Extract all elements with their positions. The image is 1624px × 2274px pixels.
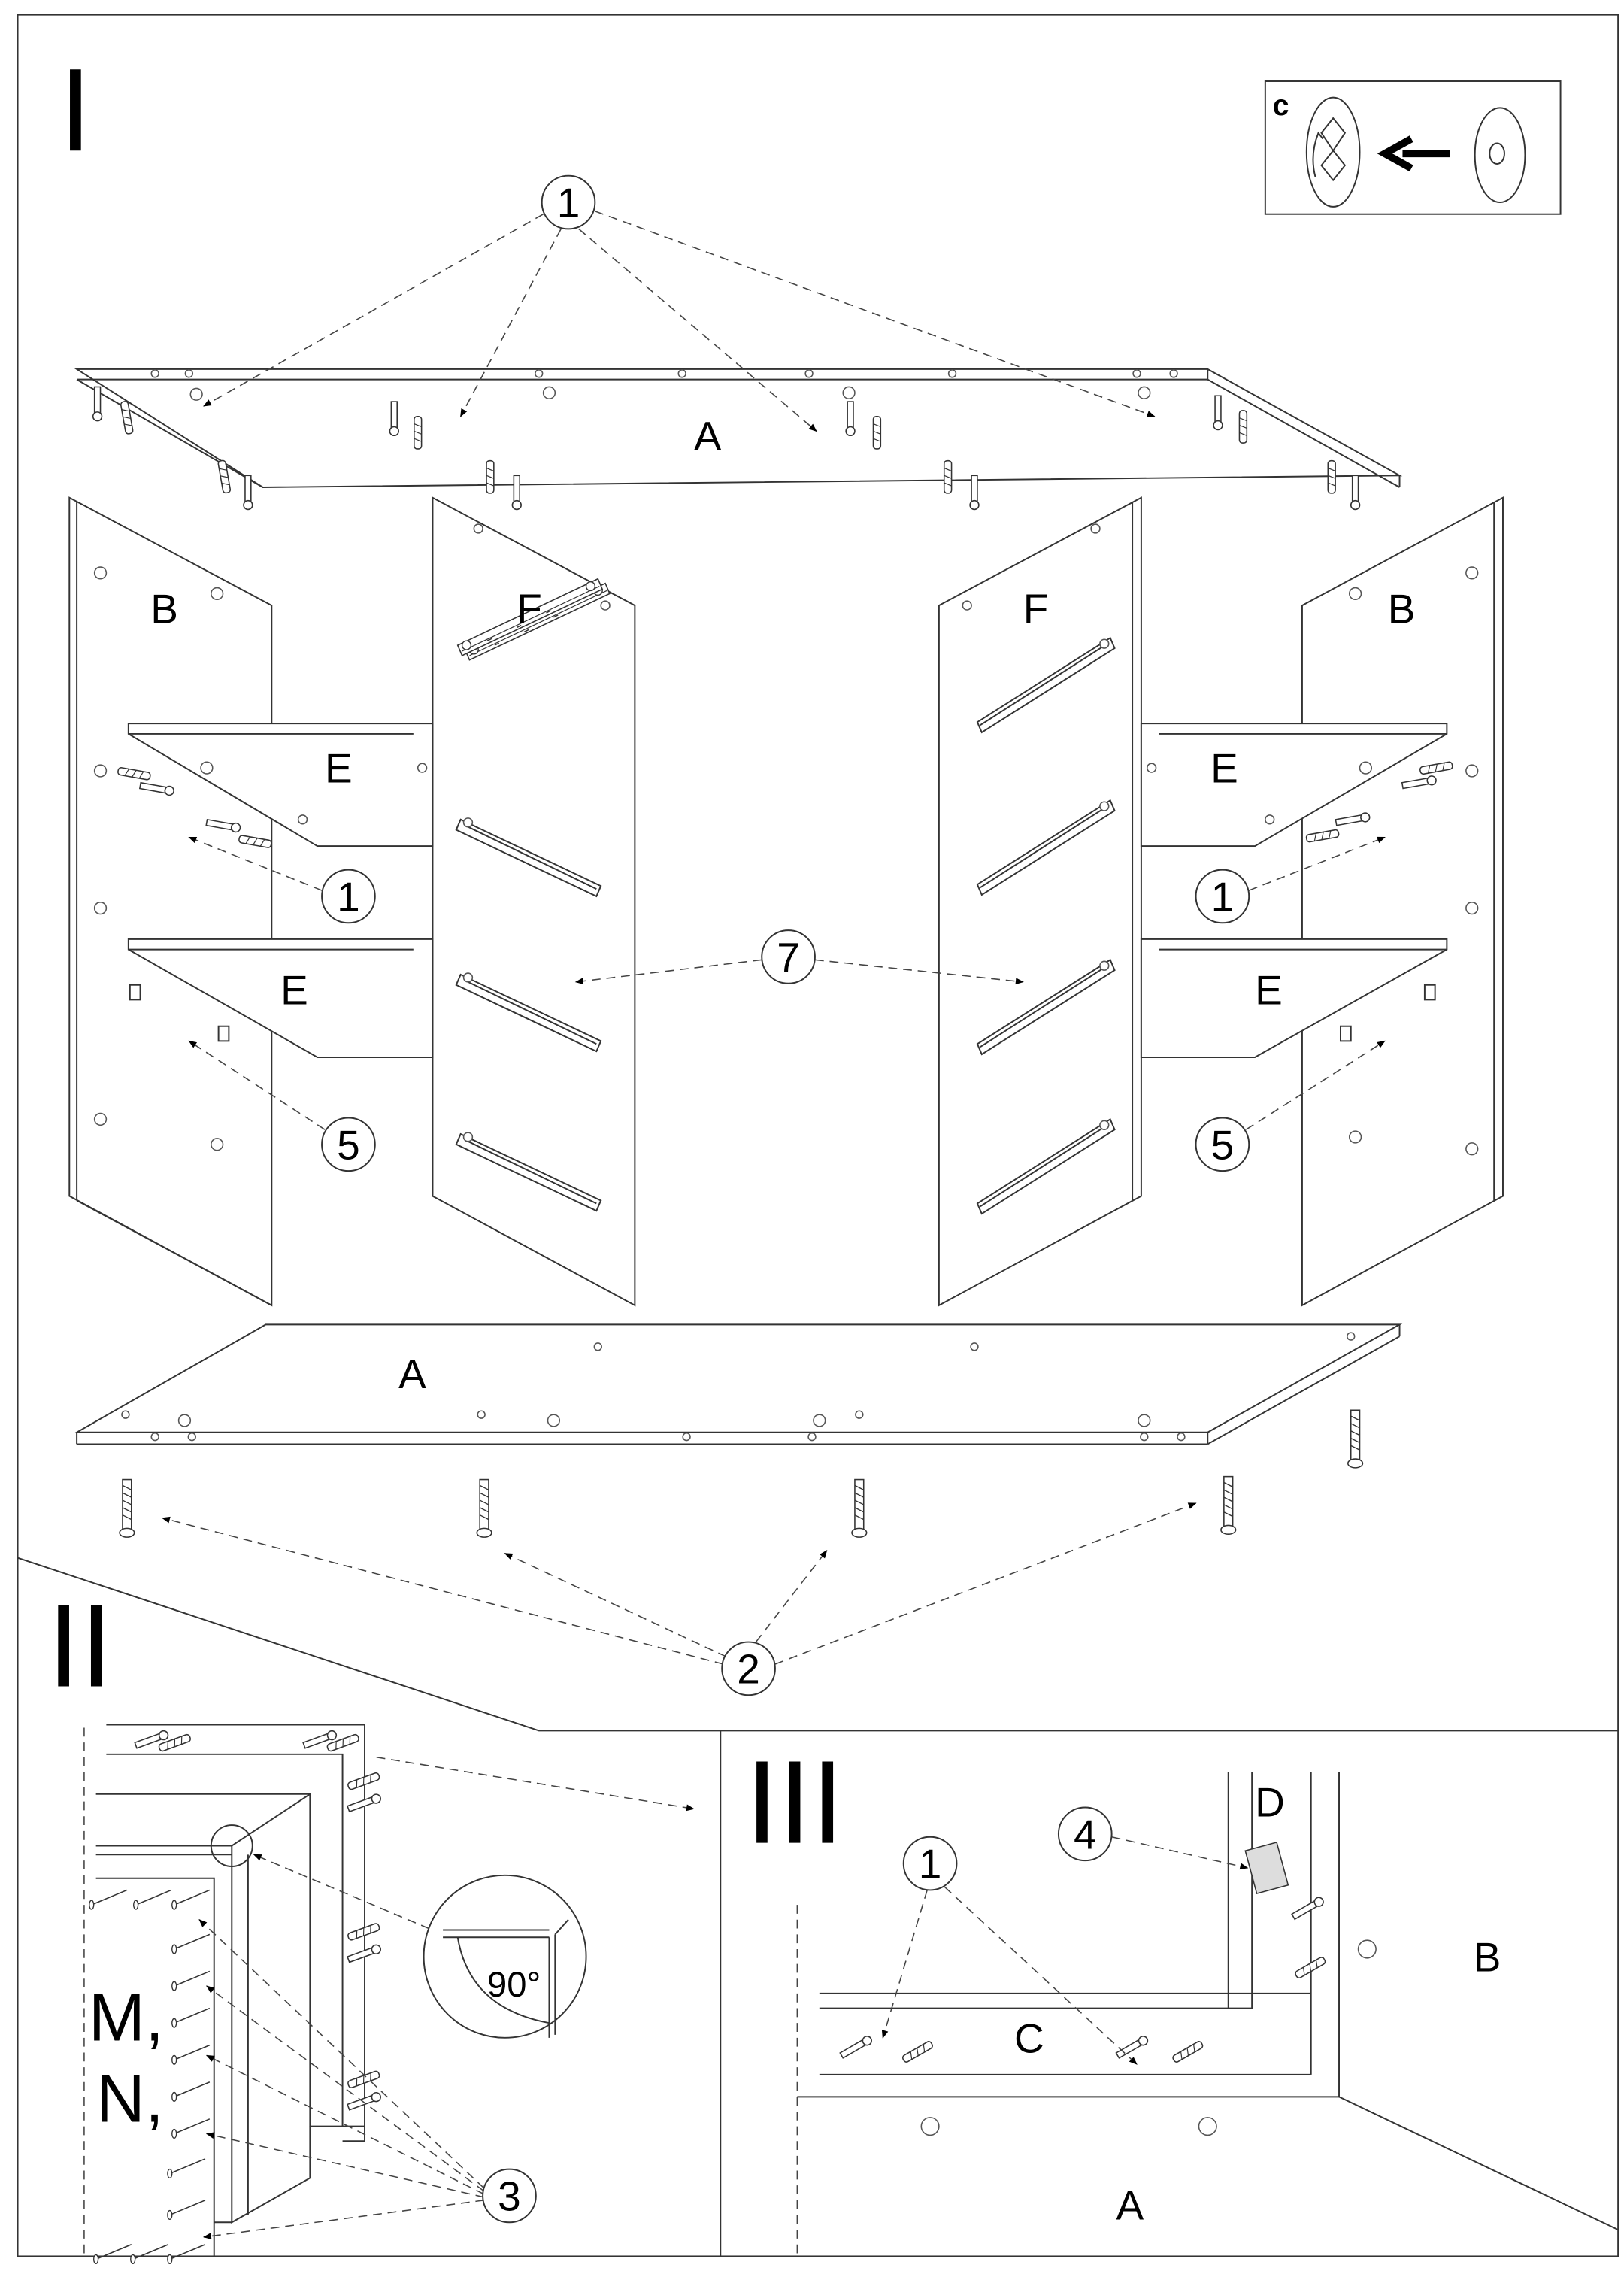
divider-panel-f-left: F xyxy=(432,496,636,1307)
callout-5-right: 5 xyxy=(1195,1040,1386,1172)
part-label-f-left: F xyxy=(517,586,542,632)
part-label-e: E xyxy=(325,745,353,792)
callout-2-screws: 2 xyxy=(161,1502,1197,1696)
cover-cap-icon xyxy=(1474,107,1526,203)
callout-number: 2 xyxy=(737,1646,760,1693)
step-number-3: III xyxy=(746,1737,844,1869)
angle-label: 90° xyxy=(487,1964,541,2004)
callout-number: 3 xyxy=(498,2173,521,2220)
part-label-e: E xyxy=(1255,966,1283,1013)
top-panel-a: A xyxy=(74,368,1403,488)
shelf-e-right-upper: E xyxy=(1140,723,1448,847)
parts-label-m: M, xyxy=(89,1980,164,2056)
part-label-a: A xyxy=(1116,2182,1144,2228)
step-link-arrow xyxy=(376,1756,695,1812)
callout-number: 1 xyxy=(1211,874,1235,920)
callout-1-top: 1 xyxy=(203,174,1156,432)
step-number-1: I xyxy=(59,44,92,176)
step-number-2: II xyxy=(47,1580,113,1712)
part-label-e: E xyxy=(280,966,308,1013)
part-label-a-top: A xyxy=(694,413,722,459)
part-label-f-right: F xyxy=(1023,586,1049,632)
side-panel-b-right: B xyxy=(1301,496,1504,1307)
bottom-panel-a: A xyxy=(74,1323,1403,1445)
part-label-e: E xyxy=(1210,745,1238,792)
shelf-e-left-upper: E xyxy=(127,723,434,847)
hinge-icon xyxy=(1244,1841,1289,1895)
section-divider xyxy=(17,1557,1619,1732)
shelf-fittings xyxy=(117,760,1454,1042)
callout-4-hinge: 4 xyxy=(1057,1806,1249,1870)
part-label-a-bottom: A xyxy=(398,1351,426,1397)
callout-number: 1 xyxy=(557,180,580,226)
callout-5-left: 5 xyxy=(188,1040,376,1172)
callout-number: 5 xyxy=(1211,1121,1235,1168)
divider-panel-f-right: F xyxy=(938,496,1142,1307)
part-label-b: B xyxy=(1474,1933,1501,1980)
part-label-d: D xyxy=(1255,1778,1285,1825)
callout-1-dowels: 1 xyxy=(881,1836,1138,2065)
callout-7-drawer-slides: 7 xyxy=(574,929,1024,985)
callout-1-left: 1 xyxy=(188,836,376,924)
side-panel-b-left: B xyxy=(68,496,273,1307)
callout-number: 1 xyxy=(337,874,360,920)
callout-1-right: 1 xyxy=(1195,836,1386,924)
shelf-e-left-lower: E xyxy=(127,938,434,1058)
callout-number: 5 xyxy=(337,1121,360,1168)
callout-number: 1 xyxy=(919,1841,942,1887)
part-label-b-left: B xyxy=(150,586,178,632)
step-3-drawer-assembly: D B C A 1 4 xyxy=(796,1772,1619,2257)
cam-lock-icon xyxy=(1305,96,1361,208)
callout-number: 4 xyxy=(1074,1811,1097,1857)
parts-label-n: N, xyxy=(96,2061,164,2137)
part-label-b-right: B xyxy=(1388,586,1416,632)
shelf-e-right-lower: E xyxy=(1140,938,1448,1058)
right-angle-magnifier: 90° xyxy=(423,1874,587,2039)
step-3-fittings xyxy=(838,1841,1327,2064)
callout-3-nails: 3 xyxy=(198,1918,537,2239)
step-2-fittings xyxy=(133,1729,383,2112)
inset-label: c xyxy=(1273,89,1289,122)
part-label-c: C xyxy=(1014,2015,1044,2061)
inset-cam-lock-detail: c xyxy=(1264,80,1562,215)
step-1-exploded-view: A 1 B xyxy=(68,174,1504,1696)
arrow-left-icon xyxy=(1377,135,1450,172)
page-frame xyxy=(17,14,1619,2257)
step-2-back-panel: 90° M, N, 3 xyxy=(83,1724,695,2265)
corner-detail-marker xyxy=(210,1824,253,1868)
callout-number: 7 xyxy=(777,934,800,981)
